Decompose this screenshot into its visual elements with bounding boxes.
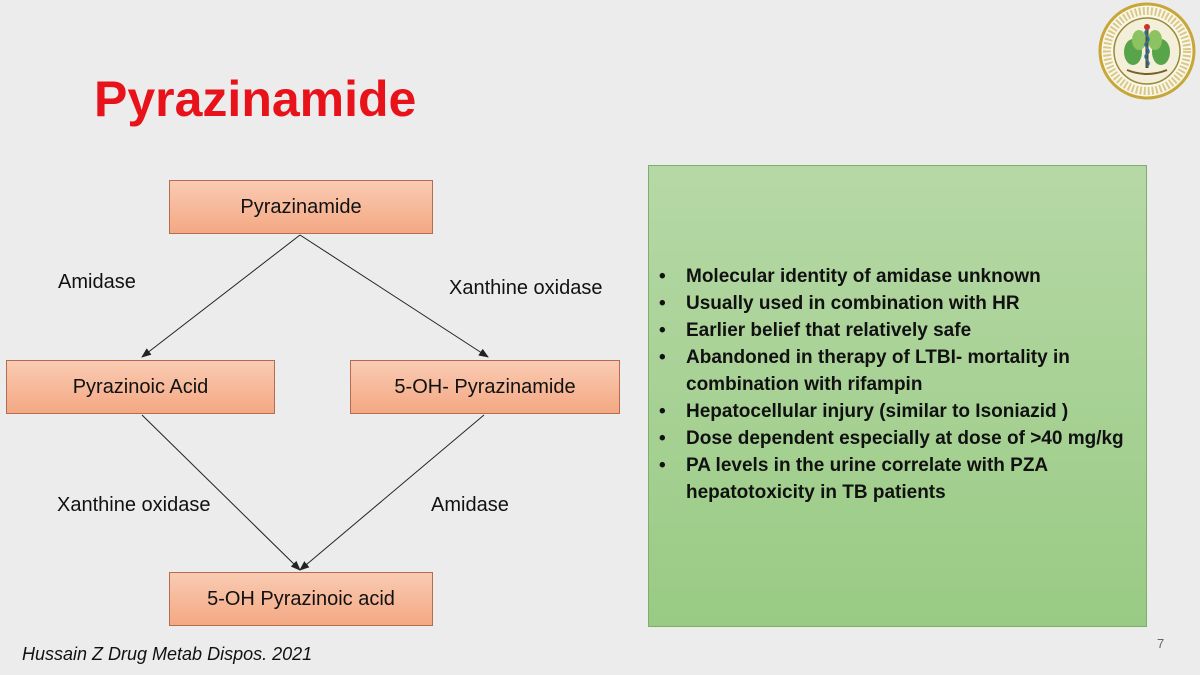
bullet-item: Usually used in combination with HR: [657, 290, 1143, 317]
institute-seal-icon: [1097, 0, 1197, 107]
key-points-panel: Molecular identity of amidase unknown Us…: [648, 165, 1147, 627]
bullet-item: PA levels in the urine correlate with PZ…: [657, 452, 1143, 506]
node-5oh-pyrazinamide: 5-OH- Pyrazinamide: [350, 360, 620, 414]
slide-title: Pyrazinamide: [94, 71, 417, 127]
page-number: 7: [1157, 636, 1165, 651]
arrow-pyrazinamide-to-pyrazinoic-acid: [141, 234, 301, 358]
arrow-pyrazinoic-acid-to-5oh-pyrazinoic-acid: [141, 414, 301, 571]
bullet-item: Dose dependent especially at dose of >40…: [657, 425, 1143, 452]
arrow-pyrazinamide-to-5oh-pyrazinamide: [299, 234, 489, 358]
citation: Hussain Z Drug Metab Dispos. 2021: [22, 644, 313, 664]
edge-label-xanthine-oxidase-left: Xanthine oxidase: [57, 494, 211, 516]
node-pyrazinoic-acid: Pyrazinoic Acid: [6, 360, 275, 414]
edge-label-amidase-left: Amidase: [58, 271, 136, 293]
bullet-item: Hepatocellular injury (similar to Isonia…: [657, 398, 1143, 425]
edge-label-amidase-right: Amidase: [431, 494, 509, 516]
node-5oh-pyrazinoic-acid: 5-OH Pyrazinoic acid: [169, 572, 433, 626]
bullet-item: Earlier belief that relatively safe: [657, 317, 1143, 344]
edge-label-xanthine-oxidase-right: Xanthine oxidase: [449, 277, 603, 299]
node-pyrazinamide: Pyrazinamide: [169, 180, 433, 234]
bullet-item: Abandoned in therapy of LTBI- mortality …: [657, 344, 1143, 398]
key-points-list: Molecular identity of amidase unknown Us…: [657, 263, 1143, 506]
arrow-5oh-pyrazinamide-to-5oh-pyrazinoic-acid: [299, 414, 485, 571]
bullet-item: Molecular identity of amidase unknown: [657, 263, 1143, 290]
